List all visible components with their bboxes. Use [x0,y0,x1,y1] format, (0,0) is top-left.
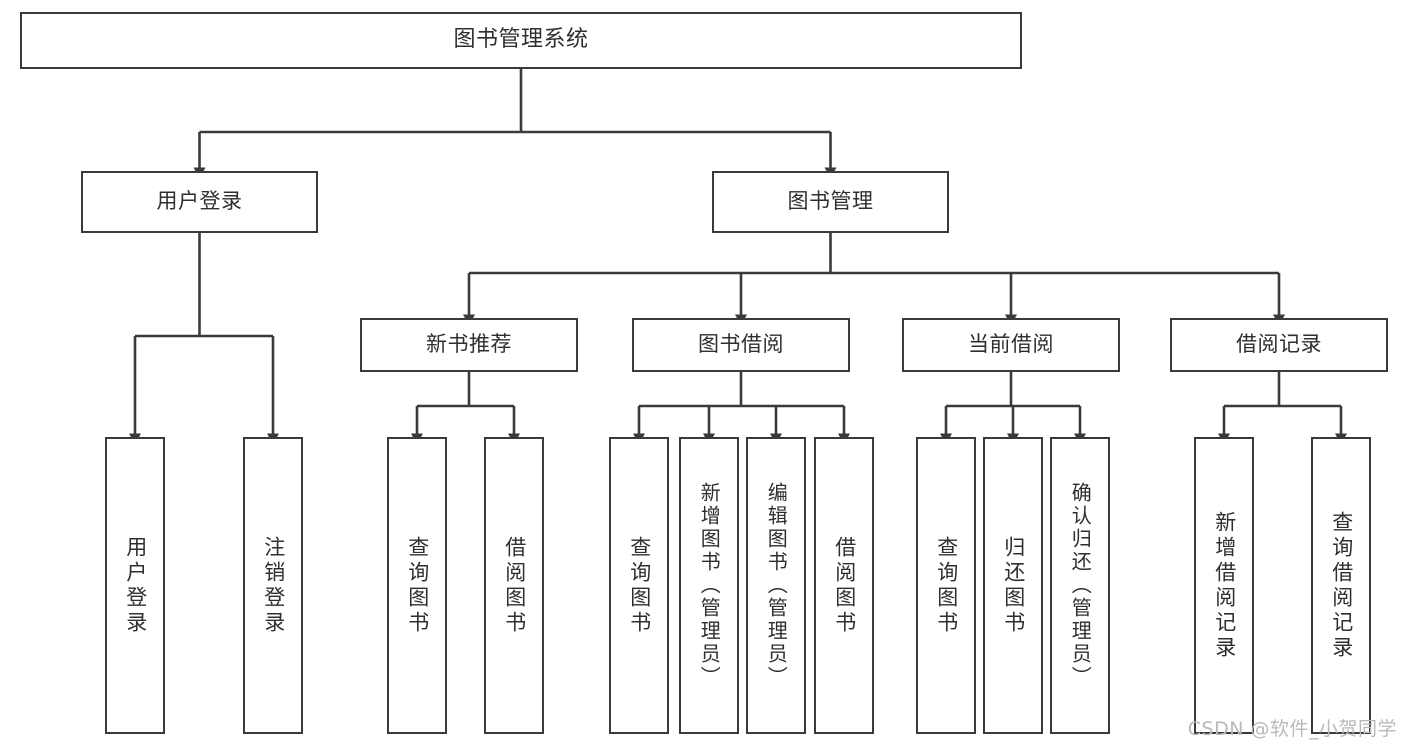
node-book-manage[interactable]: 图书管理 [712,171,949,233]
node-label: 查询图书 [934,535,959,636]
node-label: 查询图书 [405,535,430,636]
node-leaf-user-logout[interactable]: 注销登录 [243,437,303,734]
node-leaf-add-book[interactable]: 新增图书（管理员） [679,437,739,734]
node-new-book-recommend[interactable]: 新书推荐 [360,318,578,372]
node-leaf-user-login[interactable]: 用户登录 [105,437,165,734]
node-root[interactable]: 图书管理系统 [20,12,1022,69]
node-label: 借阅图书 [832,535,857,636]
node-book-borrow[interactable]: 图书借阅 [632,318,850,372]
node-label: 确认归还（管理员） [1068,482,1093,689]
node-leaf-query-record[interactable]: 查询借阅记录 [1311,437,1371,734]
node-label: 图书管理 [787,189,874,214]
node-leaf-return-book[interactable]: 归还图书 [983,437,1043,734]
node-user-login[interactable]: 用户登录 [81,171,318,233]
node-leaf-borrow-book-2[interactable]: 借阅图书 [814,437,874,734]
node-label: 图书管理系统 [453,27,589,53]
node-label: 图书借阅 [698,332,784,357]
node-label: 借阅图书 [502,535,527,636]
node-label: 新增图书（管理员） [697,482,722,689]
node-leaf-edit-book[interactable]: 编辑图书（管理员） [746,437,806,734]
node-label: 查询图书 [627,535,652,636]
node-leaf-query-book-3[interactable]: 查询图书 [916,437,976,734]
node-leaf-add-record[interactable]: 新增借阅记录 [1194,437,1254,734]
node-leaf-query-book-1[interactable]: 查询图书 [387,437,447,734]
node-current-borrow[interactable]: 当前借阅 [902,318,1120,372]
node-borrow-record[interactable]: 借阅记录 [1170,318,1388,372]
node-leaf-confirm-return[interactable]: 确认归还（管理员） [1050,437,1110,734]
node-label: 编辑图书（管理员） [764,482,789,689]
node-leaf-query-book-2[interactable]: 查询图书 [609,437,669,734]
node-label: 新书推荐 [426,332,512,357]
node-label: 新增借阅记录 [1212,510,1237,661]
node-leaf-borrow-book-1[interactable]: 借阅图书 [484,437,544,734]
node-label: 查询借阅记录 [1329,510,1354,661]
node-label: 用户登录 [123,535,148,636]
node-label: 当前借阅 [968,332,1054,357]
node-label: 用户登录 [156,189,243,214]
node-label: 借阅记录 [1236,332,1322,357]
node-label: 归还图书 [1001,535,1026,636]
node-label: 注销登录 [261,535,286,636]
